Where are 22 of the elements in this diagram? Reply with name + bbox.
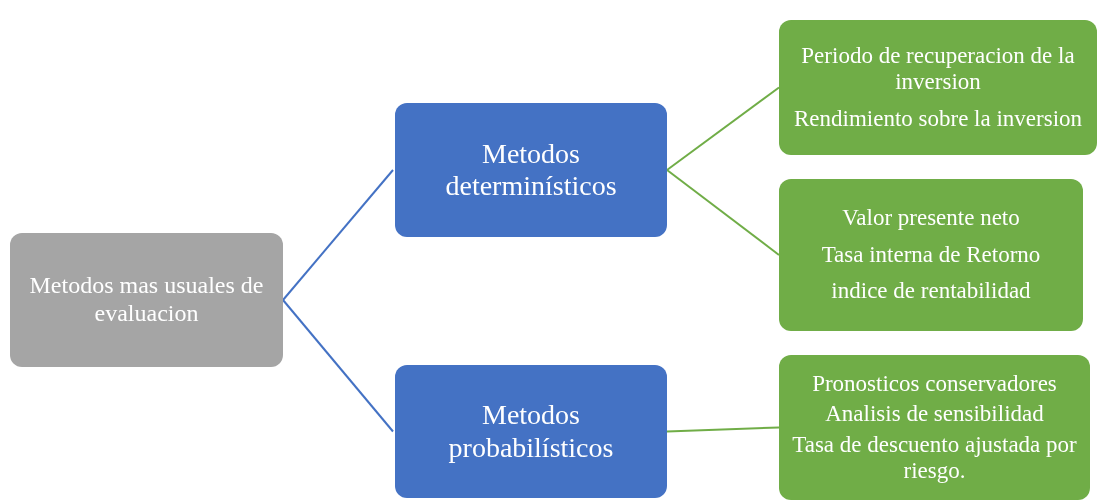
category-box <box>395 365 667 498</box>
method-list-box <box>779 179 1083 331</box>
category-box <box>395 103 667 237</box>
node-text: Pronosticos conservadores <box>812 370 1057 398</box>
node-text: Tasa de descuento ajustada por riesgo. <box>791 431 1078 485</box>
node-text: Metodos mas usuales de evaluacion <box>28 272 265 328</box>
connector-line <box>666 169 780 256</box>
node-text: Metodos probabilísticos <box>447 399 615 464</box>
node-text: Tasa interna de Retorno <box>821 241 1041 269</box>
method-list-box <box>779 20 1097 155</box>
node-text: Periodo de recuperacion de la inversion <box>800 42 1076 96</box>
node-text: Rendimiento sobre la inversion <box>793 105 1083 133</box>
root-category-box <box>10 233 283 367</box>
connector-line <box>666 426 780 433</box>
connector-line <box>282 169 394 301</box>
node-text: Metodos determinísticos <box>444 137 618 203</box>
node-text: Valor presente neto <box>842 205 1020 232</box>
node-text: Analisis de sensibilidad <box>825 401 1044 428</box>
connector-line <box>666 86 780 171</box>
connector-line <box>282 299 394 433</box>
method-list-box <box>779 355 1090 500</box>
node-text: indice de rentabilidad <box>831 278 1031 305</box>
